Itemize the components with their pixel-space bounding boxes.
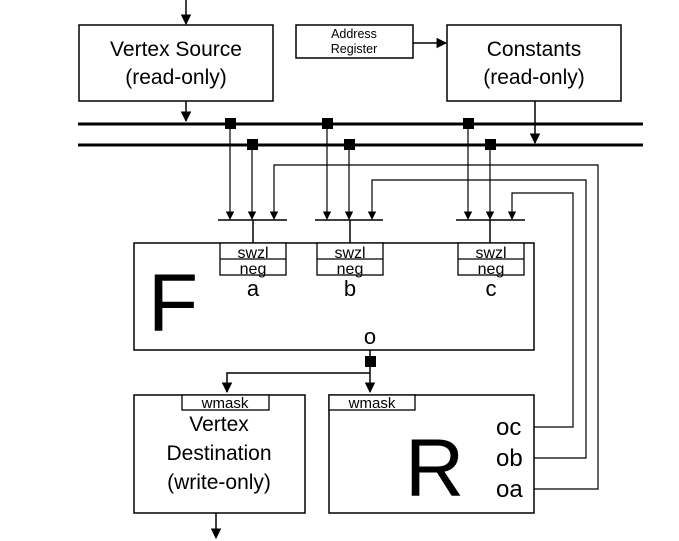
wmask-label-registers: wmask [348, 395, 396, 412]
address-register-label-1: Address [331, 27, 377, 41]
swzl-label-c: swzl [475, 245, 506, 262]
f-output-to-destination [221, 372, 370, 394]
vertex-source-box [78, 24, 274, 102]
vertex-destination-line-3: (write-only) [167, 471, 271, 494]
function-unit-label: F [148, 258, 198, 349]
bus-node [485, 139, 496, 150]
registers-box [328, 394, 535, 514]
bus-node [463, 118, 474, 129]
input-label-a: a [247, 276, 260, 301]
register-output-ob: ob [496, 445, 523, 472]
bus-node [225, 118, 236, 129]
swzl-label-a: swzl [237, 245, 268, 262]
swzl-label-b: swzl [334, 245, 365, 262]
output-label-o: o [364, 324, 376, 349]
wmask-tab-registers [328, 394, 416, 411]
constants-box [446, 24, 622, 102]
address-register-label-2: Register [331, 42, 378, 56]
bus-node [322, 118, 333, 129]
register-output-oa: oa [496, 476, 523, 503]
vertex-destination-line-2: Destination [166, 442, 271, 465]
input-label-b: b [344, 276, 356, 301]
feedback-oc [507, 192, 574, 428]
feedback-oa [269, 164, 599, 490]
address-register-box [295, 24, 414, 59]
constants-subtitle: (read-only) [483, 66, 585, 89]
register-output-oc: oc [496, 414, 521, 441]
constants-title: Constants [487, 38, 582, 61]
registers-label: R [405, 423, 464, 514]
vertex-source-title: Vertex Source [110, 38, 242, 61]
neg-label-c: neg [478, 261, 505, 278]
feedback-ob [367, 179, 587, 459]
wmask-label-destination: wmask [201, 395, 249, 412]
vertex-source-subtitle: (read-only) [125, 66, 227, 89]
vertex-destination-line-1: Vertex [189, 413, 249, 436]
bus-node [247, 139, 258, 150]
bus-node [344, 139, 355, 150]
input-label-c: c [486, 276, 497, 301]
neg-label-b: neg [337, 261, 364, 278]
wmask-tab-destination [181, 394, 270, 411]
output-node [365, 356, 376, 367]
neg-label-a: neg [240, 261, 267, 278]
